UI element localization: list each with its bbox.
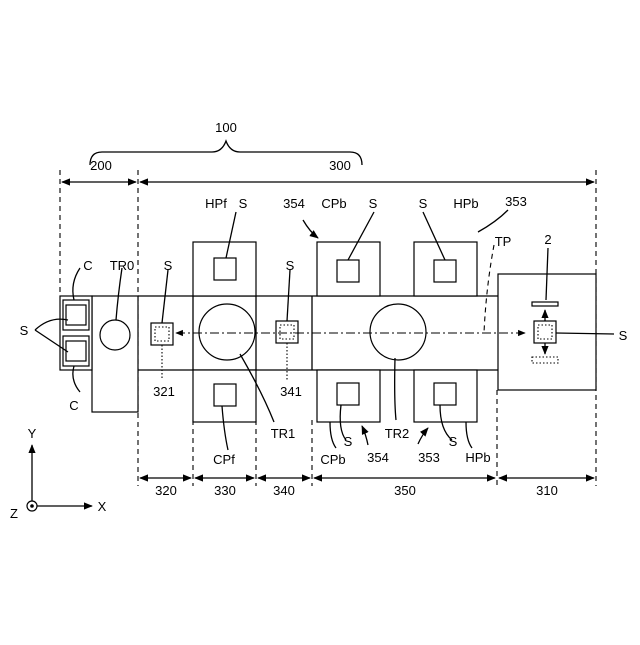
label-s-cpb-bottom: S	[344, 434, 353, 449]
wafer-cpf	[214, 384, 236, 406]
label-hpf: HPf	[205, 196, 227, 211]
label-cpf: CPf	[213, 452, 235, 467]
wafer-s-bottom	[66, 341, 86, 361]
label-2: 2	[544, 232, 551, 247]
carrier-block	[92, 296, 138, 412]
label-tr0: TR0	[110, 258, 135, 273]
label-341: 341	[280, 384, 302, 399]
label-c-bottom: C	[69, 398, 78, 413]
exposure-bar	[532, 302, 558, 306]
label-hpb-top: HPb	[453, 196, 478, 211]
leader-cpb-bottom	[330, 422, 336, 448]
label-axis-y: Y	[28, 426, 37, 441]
label-s-right: S	[619, 328, 628, 343]
wafer-hpf	[214, 258, 236, 280]
wafer-s-top	[66, 305, 86, 325]
leader-353-top	[478, 210, 508, 232]
leader-c-top	[73, 268, 80, 300]
axis-z-dot	[30, 504, 34, 508]
label-c-top: C	[83, 258, 92, 273]
label-s-341: S	[286, 258, 295, 273]
stage-341	[276, 321, 298, 343]
label-cpb-bottom: CPb	[320, 452, 345, 467]
label-axis-z: Z	[10, 506, 18, 521]
leader-tr2	[395, 358, 396, 420]
label-353-bottom: 353	[418, 450, 440, 465]
label-s-cpb-top: S	[369, 196, 378, 211]
label-dim-340: 340	[273, 483, 295, 498]
label-321: 321	[153, 384, 175, 399]
label-dim-350: 350	[394, 483, 416, 498]
transfer-robot-tr2	[370, 304, 426, 360]
label-s-321: S	[164, 258, 173, 273]
transfer-robot-tr0	[100, 320, 130, 350]
leader-353-bottom	[418, 428, 428, 444]
label-axis-x: X	[98, 499, 107, 514]
leader-354-bottom	[362, 426, 368, 445]
label-354-bottom: 354	[367, 450, 389, 465]
leader-354-top	[303, 220, 318, 238]
wafer-hpb-top	[434, 260, 456, 282]
label-tr2: TR2	[385, 426, 410, 441]
label-tp: TP	[495, 234, 512, 249]
label-hpb-bottom: HPb	[465, 450, 490, 465]
label-100: 100	[215, 120, 237, 135]
exposure-wafer	[534, 321, 556, 343]
stage-321	[151, 323, 173, 345]
label-dim-320: 320	[155, 483, 177, 498]
wafer-cpb-bottom	[337, 383, 359, 405]
label-300: 300	[329, 158, 351, 173]
label-353-top: 353	[505, 194, 527, 209]
label-s-left: S	[20, 323, 29, 338]
label-tr1: TR1	[271, 426, 296, 441]
label-s-hpb-top: S	[419, 196, 428, 211]
leader-hpb-bottom	[466, 422, 472, 448]
label-s-hpf: S	[239, 196, 248, 211]
wafer-cpb-top	[337, 260, 359, 282]
label-dim-330: 330	[214, 483, 236, 498]
brace-100	[90, 141, 362, 165]
label-s-hpb-bottom: S	[449, 434, 458, 449]
label-354-top: 354	[283, 196, 305, 211]
wafer-hpb-bottom	[434, 383, 456, 405]
leader-tp	[484, 245, 494, 333]
label-cpb-top: CPb	[321, 196, 346, 211]
transfer-robot-tr1	[199, 304, 255, 360]
label-dim-310: 310	[536, 483, 558, 498]
label-200: 200	[90, 158, 112, 173]
